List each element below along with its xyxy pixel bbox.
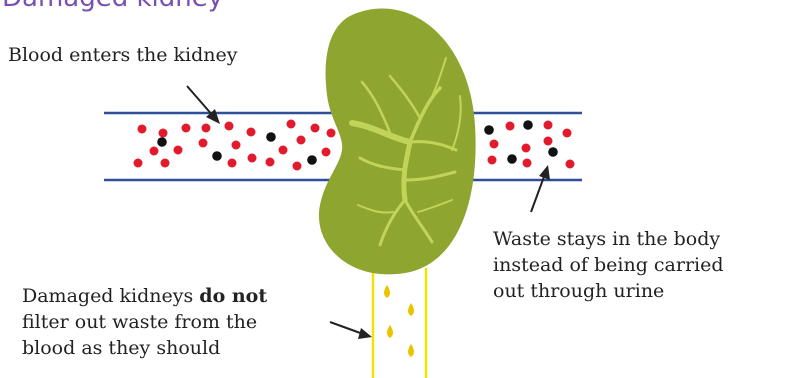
label-waste-stays: Waste stays in the body instead of being…	[493, 226, 724, 304]
label-damaged-line-1: Damaged kidneys do not	[22, 283, 267, 309]
blood-cells-right	[484, 120, 574, 168]
label-waste-line-2: instead of being carried	[493, 252, 724, 278]
urine-tube	[373, 268, 426, 378]
label-damaged-bold: do not	[199, 285, 267, 307]
arrow-waste-stays	[531, 165, 550, 212]
arrow-damaged	[330, 322, 372, 339]
blood-cells-left	[134, 120, 336, 171]
label-waste-line-1: Waste stays in the body	[493, 226, 724, 252]
label-blood-enters: Blood enters the kidney	[8, 42, 237, 68]
label-damaged-line-3: blood as they should	[22, 335, 267, 361]
kidney	[319, 9, 476, 275]
label-damaged-line-2: filter out waste from the	[22, 309, 267, 335]
label-waste-line-3: out through urine	[493, 278, 724, 304]
urine-drops	[384, 285, 414, 357]
arrow-blood-enters	[187, 86, 220, 124]
label-damaged-prefix: Damaged kidneys	[22, 285, 199, 307]
label-damaged: Damaged kidneys do not filter out waste …	[22, 283, 267, 361]
